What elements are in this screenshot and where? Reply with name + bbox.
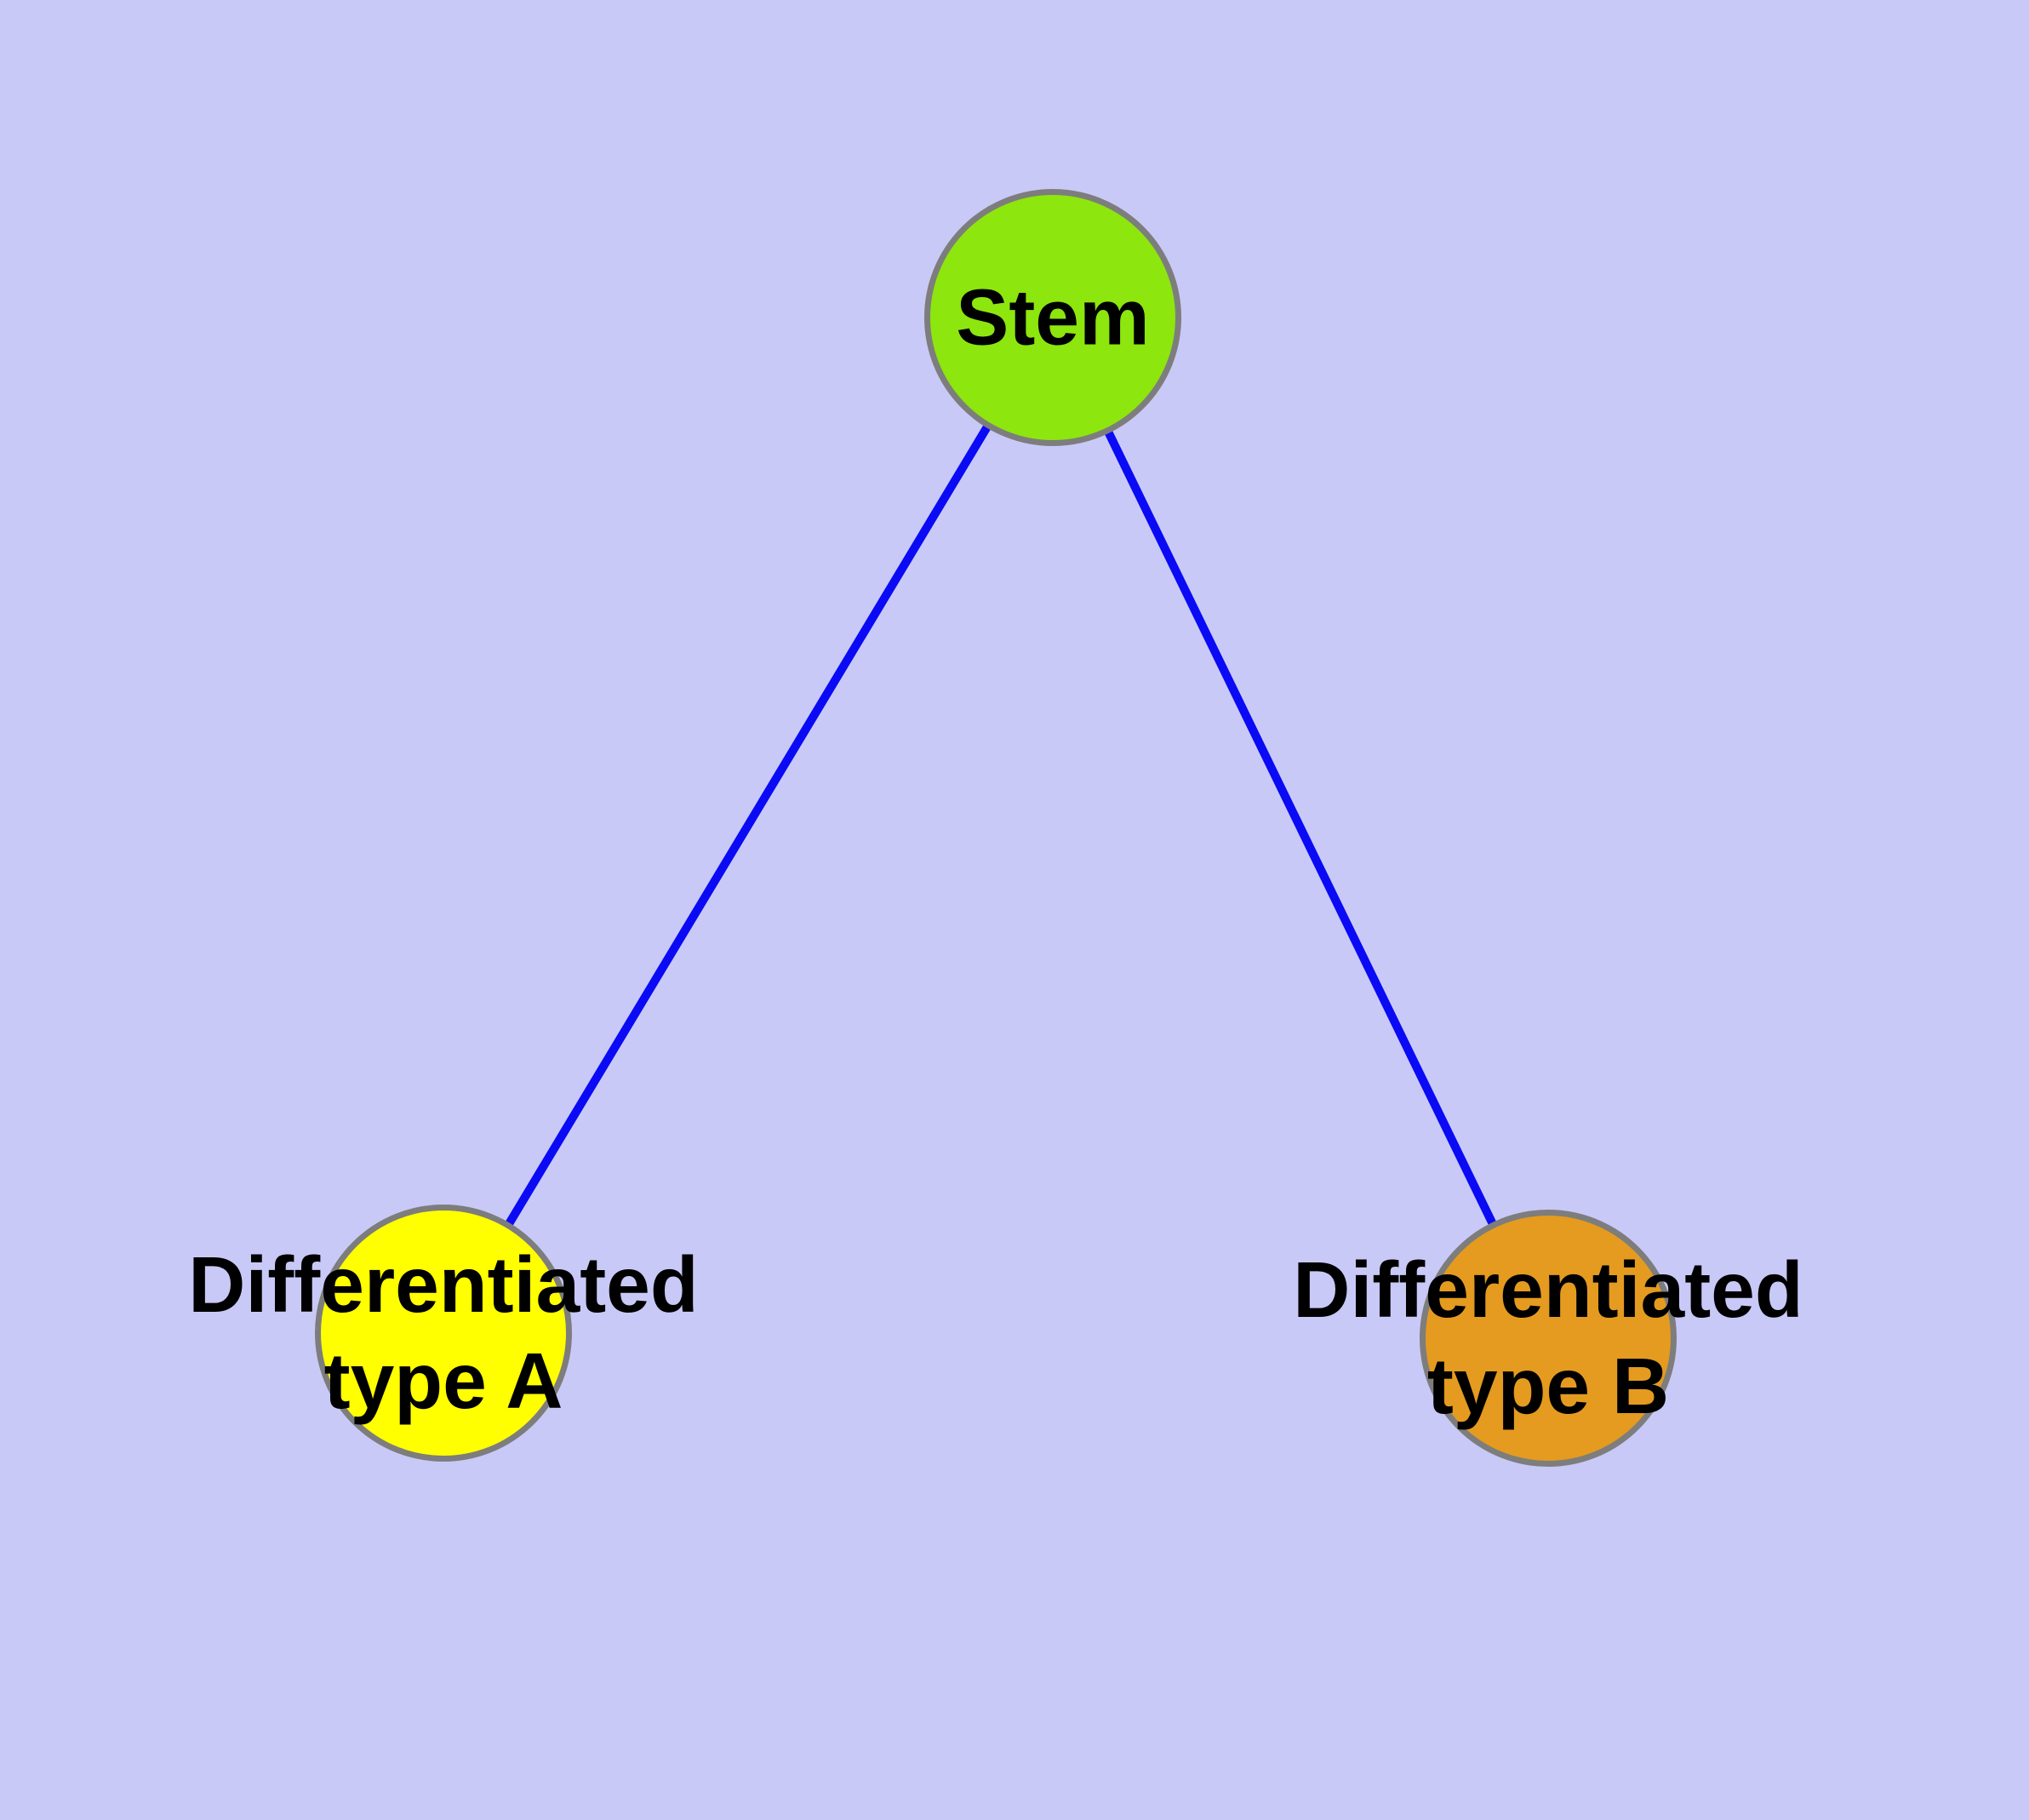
edge-stem-to-type-b xyxy=(1049,315,1552,1341)
node-type-b-label: Differentiated type B xyxy=(1293,1242,1803,1434)
node-differentiated-type-b: Differentiated type B xyxy=(1293,1210,1803,1467)
edge-stem-to-type-a xyxy=(439,315,1057,1336)
node-type-b-label-line-2: type B xyxy=(1426,1342,1670,1430)
node-stem-label: Stem xyxy=(956,270,1149,366)
node-type-a-label: Differentiated type A xyxy=(188,1237,698,1429)
node-type-b-label-line-1: Differentiated xyxy=(1293,1245,1803,1334)
node-stem: Stem xyxy=(924,189,1181,446)
node-stem-label-text: Stem xyxy=(956,272,1150,362)
node-type-a-label-line-1: Differentiated xyxy=(188,1240,699,1329)
node-type-a-label-line-2: type A xyxy=(323,1336,563,1425)
node-differentiated-type-a: Differentiated type A xyxy=(188,1205,699,1462)
